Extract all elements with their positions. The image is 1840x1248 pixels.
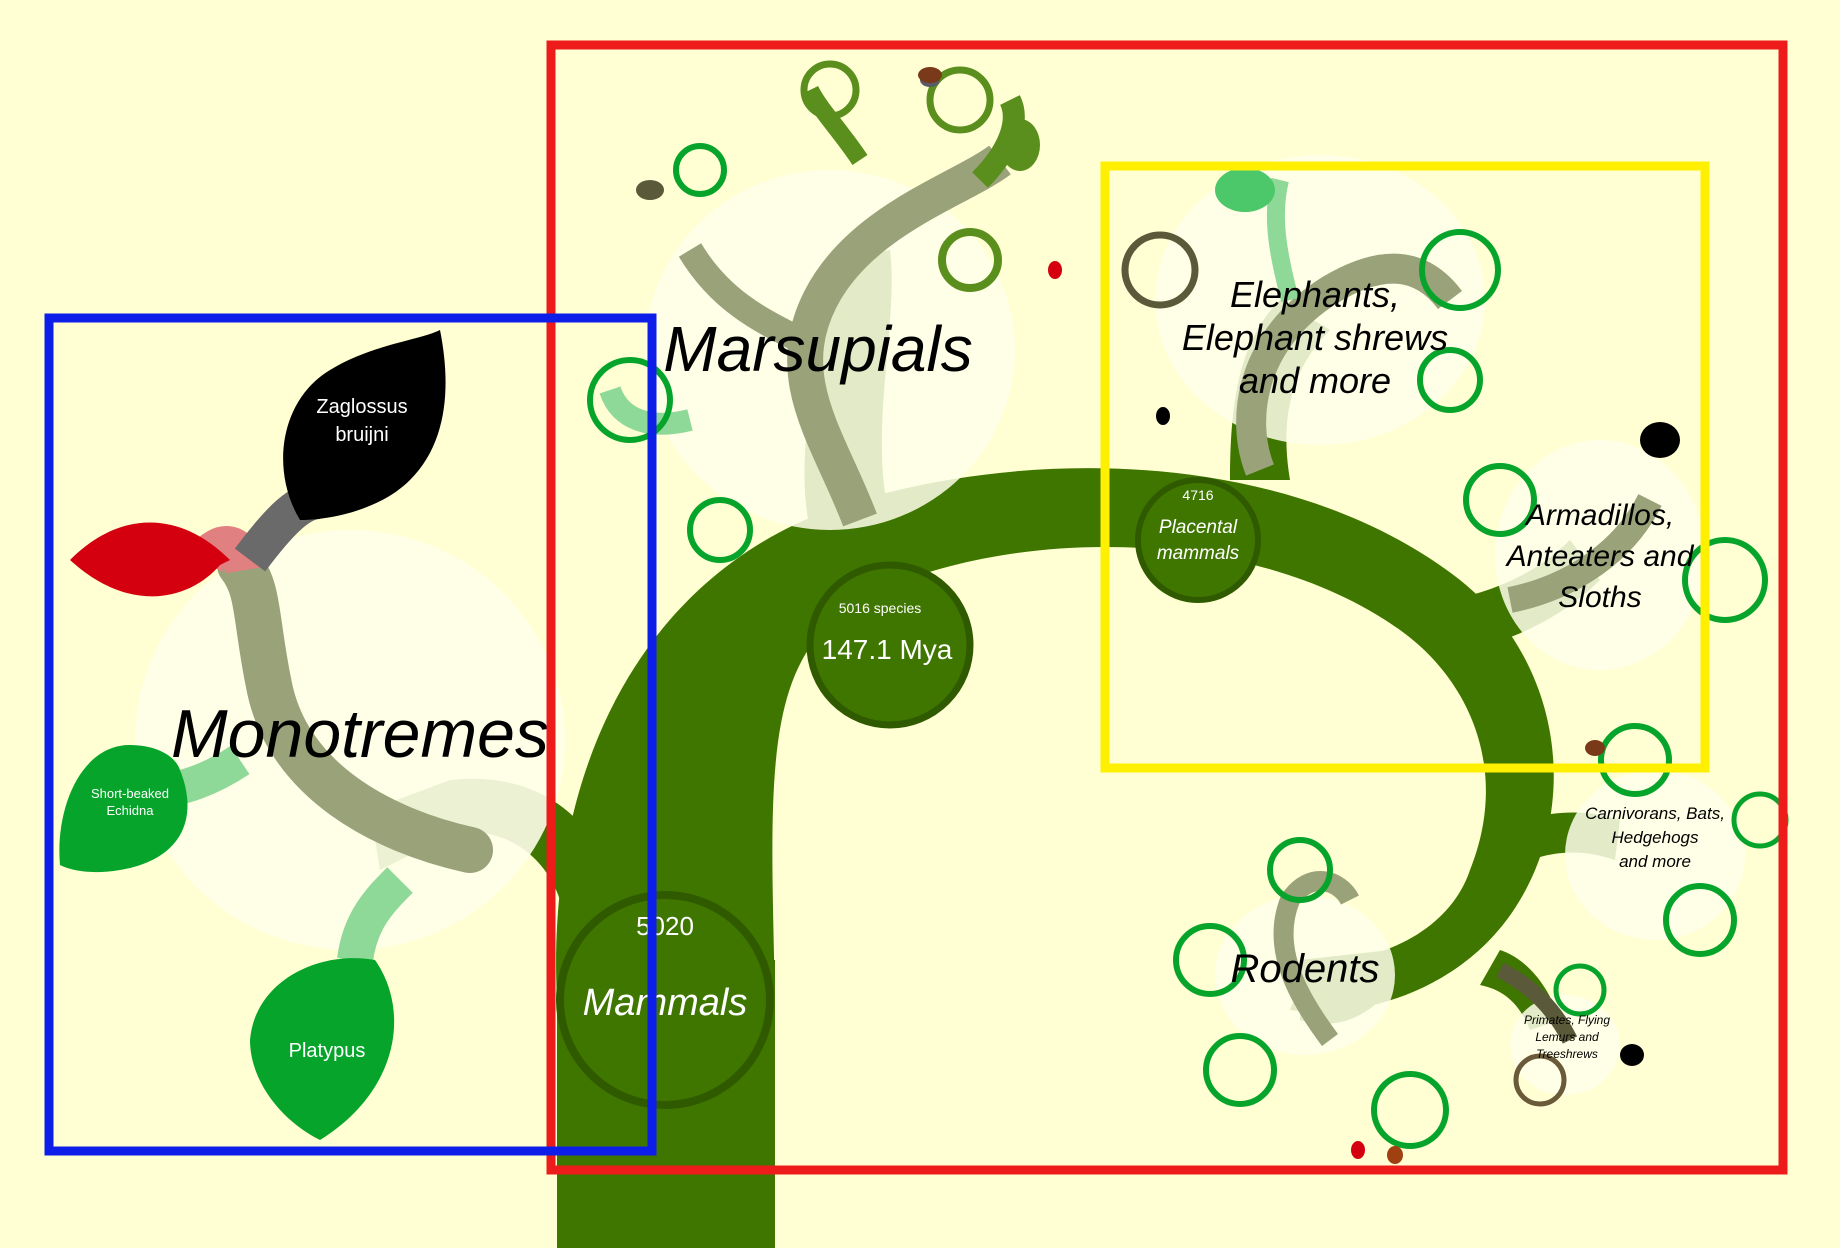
rodents-spiral-2[interactable] [1267, 837, 1333, 903]
rodents-label-cloud [1215, 895, 1395, 1055]
primates-label-line1: Primates, Flying [1524, 1013, 1610, 1027]
rodents-spiral-1[interactable] [1173, 923, 1247, 997]
red-highlight-box[interactable] [546, 40, 1788, 1175]
marsupial-spiral-2[interactable] [673, 143, 727, 197]
monotreme-inner-branch[interactable] [217, 542, 493, 873]
elephants-spiral-2[interactable] [1419, 229, 1501, 311]
marsupial-leaf-4[interactable] [918, 67, 942, 83]
primates-inner-branch[interactable] [1496, 962, 1578, 1044]
rodents-spiral-4[interactable] [1371, 1071, 1449, 1149]
mammals-node[interactable]: 5020 Mammals [556, 891, 774, 1109]
primates-label-line3: Treeshrews [1536, 1047, 1598, 1061]
armadillos-spiral-2[interactable] [1682, 537, 1768, 623]
monotremes-label: Monotremes [171, 696, 549, 772]
elephants-spiral-1[interactable] [1121, 231, 1199, 309]
red-leaf[interactable] [70, 522, 230, 597]
carnivorans-label-line3: and more [1619, 852, 1691, 871]
placental-node-circle[interactable] [1135, 477, 1261, 603]
marsupial-split-species: 5016 species [839, 600, 922, 616]
carnivorans-subtree: Carnivorans, Bats, Hedgehogs and more [1565, 723, 1789, 957]
marsupial-sub-branch-3[interactable] [801, 85, 868, 166]
carnivorans-label-line2: Hedgehogs [1612, 828, 1699, 847]
mammals-node-circle[interactable] [556, 891, 774, 1109]
marsupials-subtree: Marsupials [587, 60, 1062, 563]
marsupial-split-age: 147.1 Mya [822, 634, 953, 665]
armadillos-label-line1: Armadillos, [1524, 499, 1674, 532]
elephants-spiral-3[interactable] [1417, 347, 1483, 413]
armadillos-spiral-1[interactable] [1463, 463, 1537, 537]
rodents-subtree: Rodents [1173, 837, 1449, 1164]
platypus-branch[interactable] [337, 867, 413, 963]
echidna-label-line1: Short-beaked [91, 786, 169, 801]
marsupial-split-node-circle[interactable] [806, 561, 974, 729]
primates-subtree: Primates, Flying Lemurs and Treeshrews [1496, 962, 1644, 1107]
platypus-leaf[interactable] [250, 958, 395, 1140]
carnivorans-spiral-3[interactable] [1731, 791, 1789, 849]
carnivorans-label-line1: Carnivorans, Bats, [1585, 804, 1725, 823]
primates-label-line2: Lemurs and [1535, 1030, 1599, 1044]
primates-spiral-1[interactable] [1513, 1053, 1567, 1107]
marsupial-spiral-4[interactable] [687, 497, 753, 563]
armadillos-leaf-black[interactable] [1640, 422, 1680, 458]
main-spiral-branch[interactable] [556, 468, 1554, 1012]
elephants-label-line2: Elephant shrews [1182, 317, 1448, 358]
elephants-label-line3: and more [1239, 360, 1391, 401]
elephants-leaf-black[interactable] [1156, 407, 1170, 425]
blue-highlight-box[interactable] [44, 313, 657, 1156]
marsupial-spiral-1[interactable] [938, 228, 1002, 292]
echidna-leaf[interactable] [59, 745, 188, 873]
armadillos-label-line2: Anteaters and [1505, 540, 1695, 573]
marsupial-split-node[interactable]: 5016 species 147.1 Mya [806, 561, 974, 729]
elephants-subtree: Elephants, Elephant shrews and more [1121, 155, 1501, 476]
carnivorans-label-cloud [1565, 770, 1745, 940]
zaglossus-label-line1: Zaglossus [316, 396, 407, 418]
mammals-node-count: 5020 [636, 911, 694, 941]
marsupial-inner-branch[interactable] [787, 145, 1011, 527]
primates-leaf-black[interactable] [1620, 1044, 1644, 1066]
armadillos-inner-branch[interactable] [1507, 493, 1662, 613]
primates-label-cloud [1510, 995, 1620, 1095]
marsupial-leaf-red[interactable] [1048, 261, 1062, 279]
carnivorans-spiral-1[interactable] [1598, 723, 1672, 797]
marsupials-label: Marsupials [663, 313, 972, 385]
marsupial-spiral-3[interactable] [587, 357, 673, 443]
marsupial-spiral-5[interactable] [800, 60, 860, 120]
elephants-leaf-green[interactable] [1215, 168, 1275, 212]
yellow-highlight-box[interactable] [1100, 161, 1710, 773]
carnivorans-leaf-brown[interactable] [1585, 740, 1605, 756]
placental-node-count: 4716 [1182, 487, 1213, 503]
placental-node-name-line2: mammals [1157, 543, 1240, 564]
echidna-label-line2: Echidna [107, 803, 155, 818]
rodents-inner-branch[interactable] [1273, 871, 1359, 1046]
primates-spiral-2[interactable] [1553, 963, 1607, 1017]
rodents-leaf-red[interactable] [1351, 1141, 1365, 1159]
marsupial-spiral-6[interactable] [926, 66, 994, 134]
mammals-node-name: Mammals [583, 982, 748, 1024]
placental-node-name-line1: Placental [1159, 517, 1238, 538]
marsupials-label-cloud [645, 170, 1015, 530]
rodents-leaf-brown[interactable] [1387, 1146, 1403, 1164]
rodents-spiral-3[interactable] [1203, 1033, 1277, 1107]
monotremes-subtree: Zaglossus bruijni Short-beaked Echidna P… [59, 330, 565, 1140]
carnivorans-spiral-2[interactable] [1663, 883, 1737, 957]
marsupial-leaf-1[interactable] [1000, 119, 1040, 171]
zaglossus-label-line2: bruijni [335, 424, 388, 446]
zaglossus-leaf[interactable] [283, 330, 446, 520]
rodents-label: Rodents [1231, 947, 1380, 991]
marsupial-leaf-2[interactable] [636, 180, 664, 200]
armadillos-label-line3: Sloths [1558, 581, 1641, 614]
marsupial-sub-branch-4[interactable] [599, 385, 693, 435]
elephants-inner-branch[interactable] [1236, 253, 1462, 476]
elephants-label-line1: Elephants, [1230, 274, 1400, 315]
armadillos-subtree: Armadillos, Anteaters and Sloths [1463, 422, 1768, 670]
platypus-label: Platypus [289, 1040, 366, 1062]
placental-node[interactable]: 4716 Placental mammals [1135, 477, 1261, 603]
marsupial-sub-branch-1[interactable] [678, 243, 806, 352]
elephants-sub-branch[interactable] [1266, 177, 1299, 303]
